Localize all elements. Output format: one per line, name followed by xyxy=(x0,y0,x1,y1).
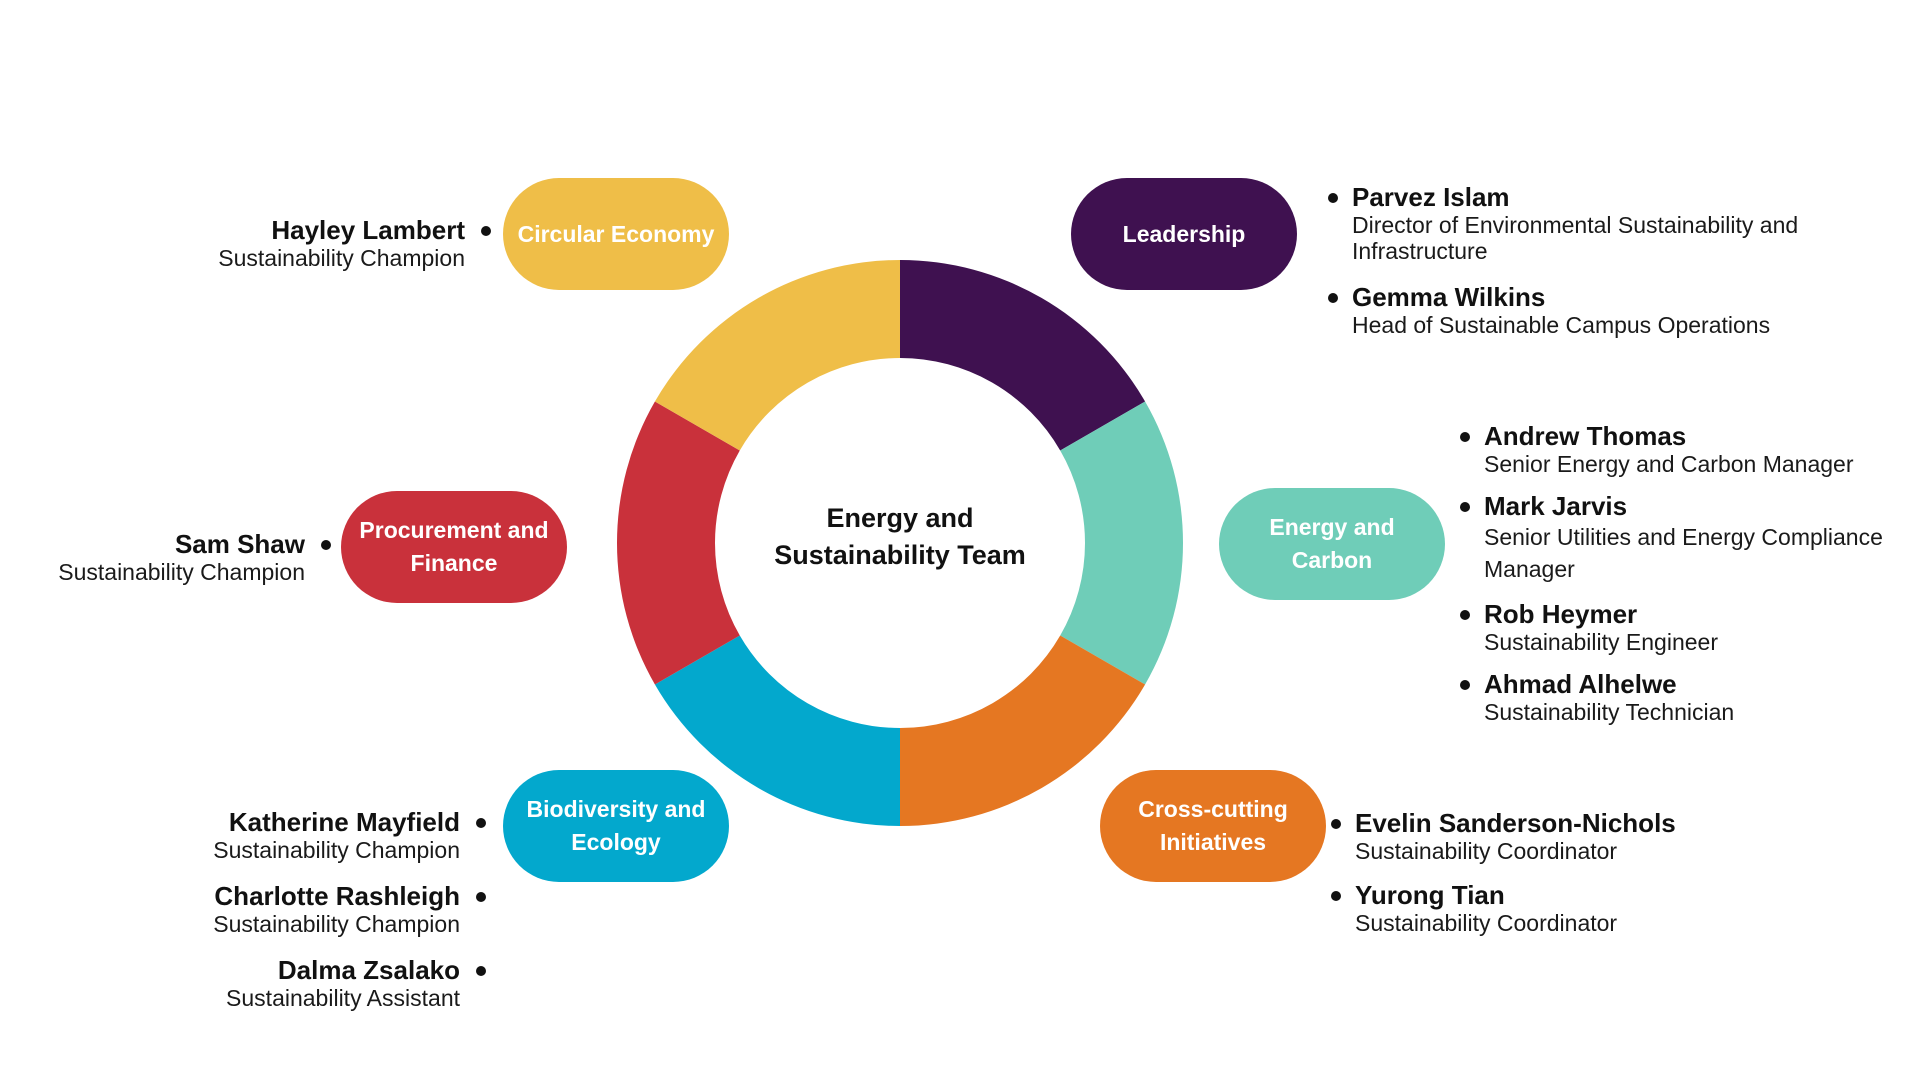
procurement-pill: Procurement and Finance xyxy=(341,491,567,603)
member-role: Senior Energy and Carbon Manager xyxy=(1484,451,1854,477)
member-role: Senior Utilities and Energy Compliance M… xyxy=(1484,524,1883,582)
member-role: Sustainability Coordinator xyxy=(1355,838,1618,864)
center-title-line-1: Energy and xyxy=(826,503,974,533)
member-role: Sustainability Champion xyxy=(213,837,460,863)
member-item: Katherine Mayfield Sustainability Champi… xyxy=(120,807,490,863)
member-item: Hayley Lambert Sustainability Champion xyxy=(120,215,495,271)
circular-economy-members: Hayley Lambert Sustainability Champion xyxy=(120,215,495,271)
center-title-line-2: Sustainability Team xyxy=(774,540,1026,570)
member-name: Mark Jarvis xyxy=(1484,491,1628,521)
energy-carbon-label-line-2: Carbon xyxy=(1291,547,1373,573)
member-role: Sustainability Coordinator xyxy=(1355,910,1618,936)
energy-carbon-members: Andrew Thomas Senior Energy and Carbon M… xyxy=(1456,421,1896,725)
member-name: Gemma Wilkins xyxy=(1352,282,1546,312)
member-item: Andrew Thomas Senior Energy and Carbon M… xyxy=(1456,421,1896,477)
member-name: Hayley Lambert xyxy=(271,215,465,245)
member-item: Ahmad Alhelwe Sustainability Technician xyxy=(1456,669,1896,725)
procurement-label-line-1: Procurement and xyxy=(359,517,549,543)
member-name: Andrew Thomas xyxy=(1484,421,1687,451)
biodiversity-pill: Biodiversity and Ecology xyxy=(503,770,729,882)
leadership-pill: Leadership xyxy=(1071,178,1297,290)
procurement-label-line-2: Finance xyxy=(410,550,498,576)
member-name: Charlotte Rashleigh xyxy=(214,881,460,911)
member-item: Evelin Sanderson-Nichols Sustainability … xyxy=(1327,808,1847,864)
member-item: Sam Shaw Sustainability Champion xyxy=(20,529,335,585)
ring-segment-circular xyxy=(654,260,900,451)
biodiversity-label-line-1: Biodiversity and xyxy=(526,796,706,822)
ring-segment-procurement xyxy=(617,401,740,685)
ring-segment-cross-cutting xyxy=(900,635,1146,826)
member-role: Sustainability Assistant xyxy=(226,985,460,1011)
member-name: Dalma Zsalako xyxy=(277,955,460,985)
member-role: Sustainability Champion xyxy=(218,245,465,271)
member-name: Rob Heymer xyxy=(1484,599,1638,629)
member-item: Mark Jarvis Senior Utilities and Energy … xyxy=(1456,491,1896,585)
circular-economy-pill: Circular Economy xyxy=(503,178,729,290)
ring-segment-biodiversity xyxy=(654,635,900,826)
member-role: Sustainability Engineer xyxy=(1484,629,1718,655)
member-item: Dalma Zsalako Sustainability Assistant xyxy=(120,955,490,1011)
member-role: Sustainability Technician xyxy=(1484,699,1735,725)
member-item: Parvez Islam Director of Environmental S… xyxy=(1324,182,1884,264)
member-item: Charlotte Rashleigh Sustainability Champ… xyxy=(120,881,490,937)
ring-segment-energy-carbon xyxy=(1060,401,1183,685)
circular-economy-label: Circular Economy xyxy=(517,220,715,247)
member-item: Rob Heymer Sustainability Engineer xyxy=(1456,599,1896,655)
member-item: Yurong Tian Sustainability Coordinator xyxy=(1327,880,1847,936)
member-name: Katherine Mayfield xyxy=(228,807,460,837)
energy-carbon-label-line-1: Energy and xyxy=(1269,514,1395,540)
member-item: Gemma Wilkins Head of Sustainable Campus… xyxy=(1324,282,1884,338)
member-name: Yurong Tian xyxy=(1355,880,1505,910)
member-role: Director of Environmental Sustainability… xyxy=(1352,212,1799,264)
cross-cutting-label-line-1: Cross-cutting xyxy=(1138,796,1288,822)
leadership-members: Parvez Islam Director of Environmental S… xyxy=(1324,182,1884,338)
procurement-members: Sam Shaw Sustainability Champion xyxy=(20,529,335,585)
leadership-label: Leadership xyxy=(1122,220,1246,247)
member-role: Sustainability Champion xyxy=(213,911,460,937)
member-name: Sam Shaw xyxy=(174,529,305,559)
biodiversity-label-line-2: Ecology xyxy=(571,829,661,855)
ring-segment-leadership xyxy=(900,260,1146,451)
member-role: Sustainability Champion xyxy=(58,559,305,585)
cross-cutting-members: Evelin Sanderson-Nichols Sustainability … xyxy=(1327,808,1847,936)
member-name: Parvez Islam xyxy=(1352,182,1510,212)
member-role: Head of Sustainable Campus Operations xyxy=(1352,312,1771,338)
biodiversity-members: Katherine Mayfield Sustainability Champi… xyxy=(120,807,490,1011)
member-name: Evelin Sanderson-Nichols xyxy=(1355,808,1676,838)
cross-cutting-pill: Cross-cutting Initiatives xyxy=(1100,770,1326,882)
member-name: Ahmad Alhelwe xyxy=(1484,669,1677,699)
energy-carbon-pill: Energy and Carbon xyxy=(1219,488,1445,600)
center-title: Energy and Sustainability Team xyxy=(700,500,1100,574)
cross-cutting-label-line-2: Initiatives xyxy=(1159,829,1267,855)
